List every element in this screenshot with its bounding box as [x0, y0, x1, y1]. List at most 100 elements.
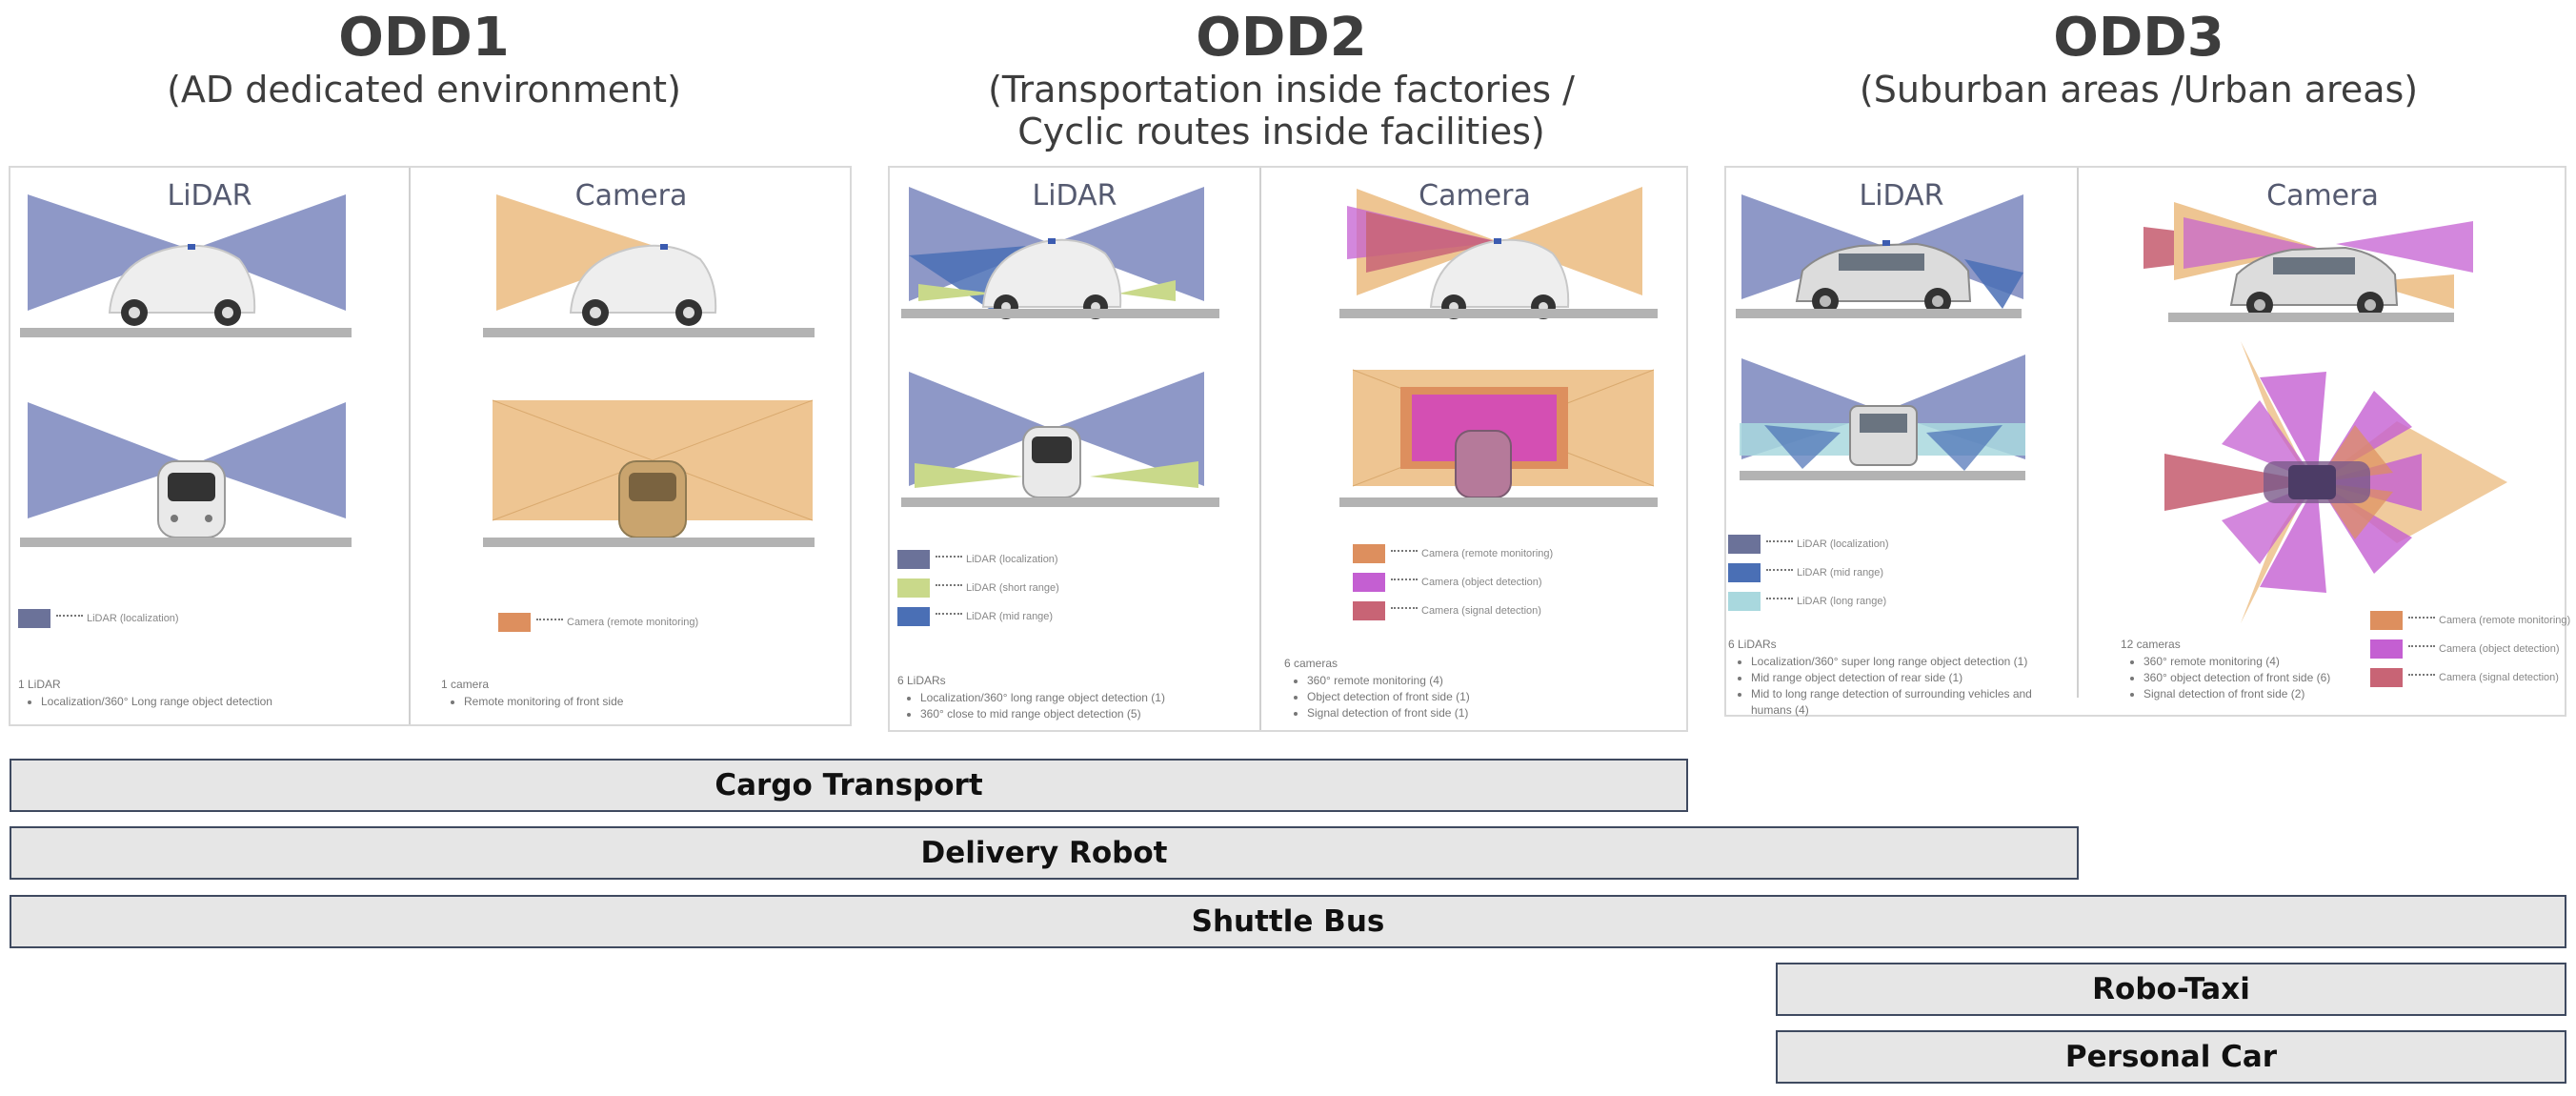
- leader-line: [936, 556, 962, 558]
- leader-line: [536, 619, 563, 620]
- odd1-divider: [409, 168, 411, 724]
- legend-label: LiDAR (mid range): [1797, 567, 1884, 578]
- odd3-subtitle: (Suburban areas /Urban areas): [1859, 69, 2419, 111]
- odd2-subtitle-line2: Cyclic routes inside facilities): [1017, 111, 1545, 152]
- odd3-camera-diagram: [2143, 202, 2507, 623]
- cargo-transport-bar: Cargo Transport: [10, 759, 1688, 812]
- sensor-item: Mid to long range detection of surroundi…: [1751, 686, 2071, 719]
- odd2-panel: LiDAR LiDAR (localization): [888, 166, 1688, 732]
- legend-label: LiDAR (localization): [1797, 538, 1889, 550]
- legend-swatch: [897, 578, 930, 598]
- odd3-camera-title: Camera: [2266, 179, 2379, 213]
- odd3-panel: LiDAR LiDAR (localization): [1724, 166, 2570, 717]
- odd2-title: ODD2: [1196, 7, 1367, 69]
- leader-line: [1766, 540, 1793, 542]
- odd2-camera-legend: Camera (remote monitoring) Camera (objec…: [1353, 539, 1553, 625]
- odd3-camera-legend: Camera (remote monitoring) Camera (objec…: [2370, 606, 2570, 692]
- odd2-camera-column: Camera Camera (remote monitoring): [1261, 168, 1688, 730]
- odd1-lidar-summary: 1 LiDAR Localization/360° Long range obj…: [18, 677, 272, 710]
- legend-label: Camera (signal detection): [1421, 605, 1541, 617]
- legend-label: LiDAR (short range): [966, 582, 1059, 594]
- odd3-camera-column: Camera: [2079, 168, 2570, 715]
- leader-line: [1766, 598, 1793, 599]
- legend-swatch: [1728, 563, 1761, 582]
- legend-label: Camera (object detection): [1421, 577, 1542, 588]
- odd2-lidar-column: LiDAR LiDAR (localization): [890, 168, 1259, 730]
- sensor-item: 360° remote monitoring (4): [1307, 673, 1470, 689]
- legend-label: LiDAR (long range): [1797, 596, 1887, 607]
- legend-label: Camera (object detection): [2439, 643, 2560, 655]
- leader-line: [1766, 569, 1793, 571]
- sensor-item: Mid range object detection of rear side …: [1751, 670, 2071, 686]
- legend-item: LiDAR (long range): [1728, 587, 1889, 616]
- odd3-lidar-summary: 6 LiDARs Localization/360° super long ra…: [1728, 637, 2071, 719]
- odd3-divider: [2077, 168, 2079, 698]
- odd2-lidar-title: LiDAR: [1032, 179, 1117, 213]
- odd2-lidar-legend: LiDAR (localization) LiDAR (short range)…: [897, 545, 1059, 631]
- leader-line: [1391, 550, 1418, 552]
- odd2-lidar-summary: 6 LiDARs Localization/360° long range ob…: [897, 673, 1165, 722]
- legend-label: LiDAR (localization): [87, 613, 179, 624]
- legend-item: LiDAR (localization): [18, 604, 179, 633]
- legend-label: Camera (remote monitoring): [2439, 615, 2571, 626]
- legend-swatch: [2370, 611, 2403, 630]
- sensor-count: 6 LiDARs: [897, 674, 946, 687]
- odd1-heading: ODD1 (AD dedicated environment): [10, 7, 838, 112]
- odd2-divider: [1259, 168, 1261, 730]
- sensor-item: Signal detection of front side (1): [1307, 705, 1470, 721]
- odd3-title: ODD3: [2053, 7, 2224, 69]
- legend-swatch: [2370, 639, 2403, 659]
- sensor-item: Object detection of front side (1): [1307, 689, 1470, 705]
- leader-line: [1391, 578, 1418, 580]
- sensor-item: Localization/360° Long range object dete…: [41, 694, 272, 710]
- sensor-item: 360° close to mid range object detection…: [920, 706, 1165, 722]
- odd1-title: ODD1: [338, 7, 510, 69]
- sensor-count: 1 camera: [441, 678, 490, 691]
- sensor-count: 6 LiDARs: [1728, 638, 1777, 651]
- leader-line: [2408, 674, 2435, 676]
- leader-line: [936, 613, 962, 615]
- odd2-heading: ODD2 (Transportation inside factories / …: [886, 7, 1677, 153]
- odd1-lidar-column: LiDAR LiDAR (localization) 1 LiDA: [10, 168, 409, 724]
- legend-item: Camera (remote monitoring): [2370, 606, 2570, 635]
- sensor-item: Remote monitoring of front side: [464, 694, 623, 710]
- odd3-lidar-legend: LiDAR (localization) LiDAR (mid range) L…: [1728, 530, 1889, 616]
- odd2-camera-summary: 6 cameras 360° remote monitoring (4) Obj…: [1284, 656, 1470, 721]
- odd2-subtitle-line1: (Transportation inside factories /: [988, 69, 1575, 111]
- legend-item: LiDAR (localization): [1728, 530, 1889, 558]
- legend-item: Camera (object detection): [1353, 568, 1553, 597]
- odd2-camera-diagram: [1339, 187, 1658, 507]
- robo-taxi-bar: Robo-Taxi: [1776, 963, 2566, 1016]
- legend-label: Camera (signal detection): [2439, 672, 2559, 683]
- legend-label: LiDAR (localization): [966, 554, 1058, 565]
- odd1-lidar-diagram: [20, 194, 352, 547]
- legend-item: Camera (signal detection): [1353, 597, 1553, 625]
- legend-item: LiDAR (mid range): [1728, 558, 1889, 587]
- legend-swatch: [18, 609, 50, 628]
- legend-swatch: [897, 607, 930, 626]
- legend-item: LiDAR (mid range): [897, 602, 1059, 631]
- leader-line: [2408, 645, 2435, 647]
- sensor-count: 1 LiDAR: [18, 678, 61, 691]
- legend-swatch: [897, 550, 930, 569]
- sensor-item: Localization/360° super long range objec…: [1751, 654, 2071, 670]
- legend-swatch: [1353, 573, 1385, 592]
- legend-label: Camera (remote monitoring): [1421, 548, 1554, 559]
- legend-item: Camera (remote monitoring): [498, 608, 698, 637]
- legend-item: Camera (signal detection): [2370, 663, 2570, 692]
- odd3-lidar-column: LiDAR LiDAR (localization): [1726, 168, 2077, 717]
- legend-swatch: [1353, 601, 1385, 620]
- legend-swatch: [1728, 535, 1761, 554]
- odd1-subtitle: (AD dedicated environment): [167, 69, 681, 111]
- odd1-camera-legend: Camera (remote monitoring): [498, 608, 698, 637]
- leader-line: [56, 615, 83, 617]
- legend-item: Camera (object detection): [2370, 635, 2570, 663]
- odd1-camera-summary: 1 camera Remote monitoring of front side: [441, 677, 623, 710]
- odd1-camera-title: Camera: [574, 179, 688, 213]
- legend-swatch: [1728, 592, 1761, 611]
- sensor-count: 6 cameras: [1284, 657, 1338, 670]
- legend-item: LiDAR (localization): [897, 545, 1059, 574]
- legend-swatch: [498, 613, 531, 632]
- sensor-item: 360° object detection of front side (6): [2143, 670, 2330, 686]
- leader-line: [1391, 607, 1418, 609]
